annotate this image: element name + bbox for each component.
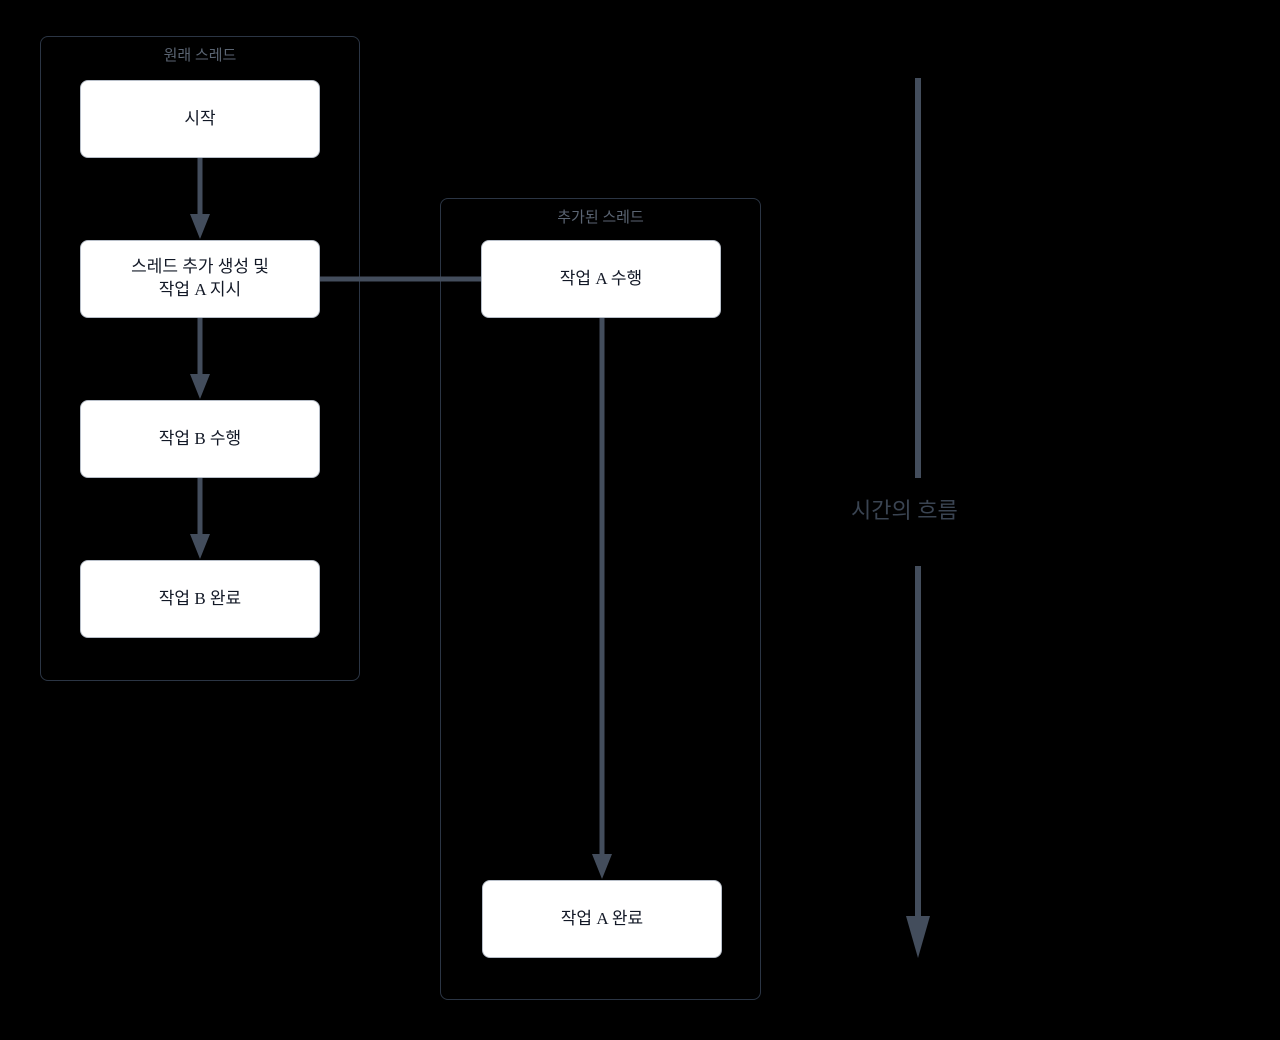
subgraph-original-thread: [40, 36, 360, 681]
time-axis-label: 시간의 흐름: [851, 498, 958, 523]
time-axis-arrowhead: [906, 916, 930, 958]
node-task-b-done[interactable]: 작업 B 완료: [80, 560, 320, 638]
node-do-task-a[interactable]: 작업 A 수행: [481, 240, 721, 318]
node-start[interactable]: 시작: [80, 80, 320, 158]
node-task-b-done-label: 작업 B 완료: [158, 588, 242, 608]
node-do-task-a-label: 작업 A 수행: [559, 268, 643, 288]
edge-start-to-spawn: [190, 158, 210, 239]
node-do-task-b[interactable]: 작업 B 수행: [80, 400, 320, 478]
node-task-a-done[interactable]: 작업 A 완료: [482, 880, 722, 958]
edge-task-b-to-done: [190, 478, 210, 559]
time-axis-bottom-segment: [906, 566, 930, 958]
subgraph-original-thread-label: 원래 스레드: [163, 48, 237, 64]
node-task-a-done-label: 작업 A 완료: [560, 908, 644, 928]
node-spawn-and-assign[interactable]: 스레드 추가 생성 및 작업 A 지시: [80, 240, 320, 318]
node-do-task-b-label: 작업 B 수행: [158, 428, 242, 448]
edge-spawn-to-task-b: [190, 318, 210, 399]
subgraph-spawned-thread-label: 추가된 스레드: [557, 210, 644, 226]
node-spawn-and-assign-label: 스레드 추가 생성 및 작업 A 지시: [131, 257, 269, 299]
edge-task-a-to-done: [592, 318, 612, 879]
subgraph-spawned-thread: [440, 198, 761, 1000]
node-start-label: 시작: [184, 108, 216, 128]
